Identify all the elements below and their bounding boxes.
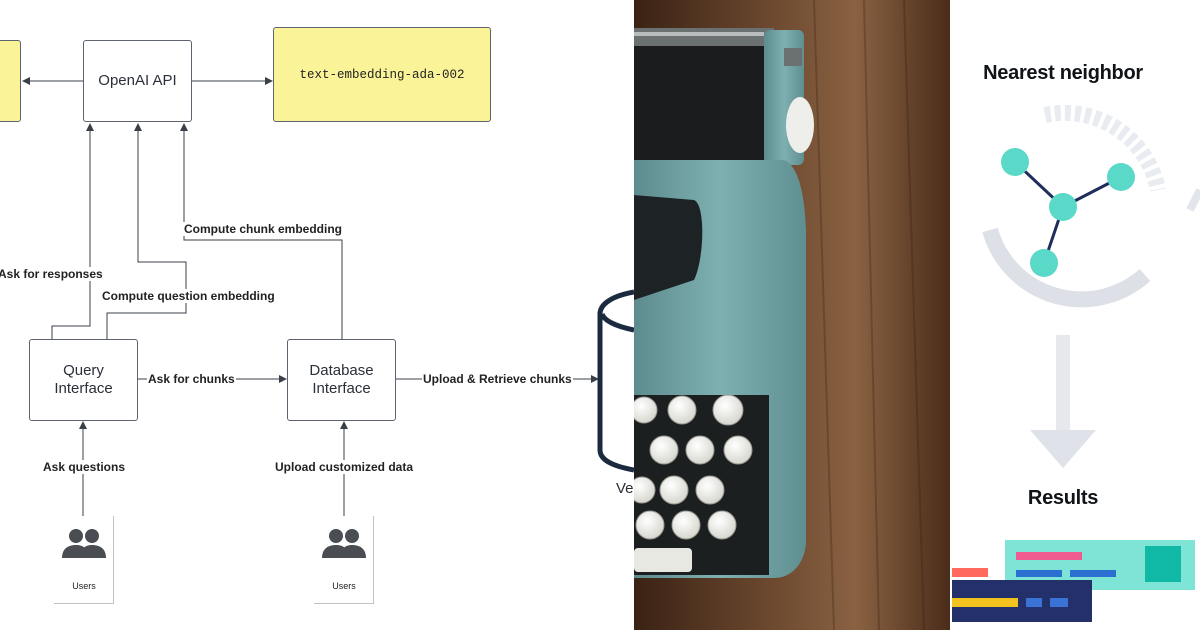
users-icon: [319, 526, 369, 560]
openai-api-label: OpenAI API: [98, 72, 176, 90]
database-interface-label: Database Interface: [309, 362, 373, 398]
query-interface-label: Query Interface: [54, 362, 112, 398]
nearest-neighbor-panel: Nearest neighbor: [950, 0, 1200, 630]
neighbor-node: [1107, 163, 1135, 191]
query-interface-box: Query Interface: [29, 339, 138, 421]
embedding-model-box: text-embedding-ada-002: [273, 27, 491, 122]
architecture-diagram: OpenAI API text-embedding-ada-002 Query …: [0, 0, 634, 630]
label-upload-customized-data: Upload customized data: [274, 460, 414, 474]
users-card-right: Users: [314, 516, 374, 604]
label-compute-chunk-embedding: Compute chunk embedding: [183, 222, 343, 236]
users-icon: [59, 526, 109, 560]
users-card-left: Users: [54, 516, 114, 604]
label-ask-for-responses: Ask for responses: [0, 267, 104, 281]
vector-db-label-partial: Ve: [616, 480, 634, 497]
openai-api-box: OpenAI API: [83, 40, 192, 122]
edge-compute-question-embedding: [107, 124, 186, 339]
embedding-model-label: text-embedding-ada-002: [299, 66, 464, 84]
query-node: [1049, 193, 1077, 221]
label-ask-for-chunks: Ask for chunks: [147, 372, 236, 386]
neighbor-node: [1001, 148, 1029, 176]
results-cards: [952, 540, 1195, 622]
edge-ask-for-responses: [52, 124, 90, 339]
typewriter-photo: [634, 0, 950, 630]
nearest-neighbor-graphic: [950, 0, 1200, 630]
users-caption-left: Users: [54, 581, 114, 591]
label-compute-question-embedding: Compute question embedding: [101, 289, 276, 303]
users-caption-right: Users: [314, 581, 374, 591]
typewriter-illustration: [634, 0, 950, 630]
left-yellow-box: [0, 40, 21, 122]
results-title: Results: [950, 487, 1176, 510]
label-upload-retrieve-chunks: Upload & Retrieve chunks: [422, 372, 573, 386]
label-ask-questions: Ask questions: [42, 460, 126, 474]
database-interface-box: Database Interface: [287, 339, 396, 421]
neighbor-node: [1030, 249, 1058, 277]
down-arrow-icon: [1030, 335, 1096, 468]
